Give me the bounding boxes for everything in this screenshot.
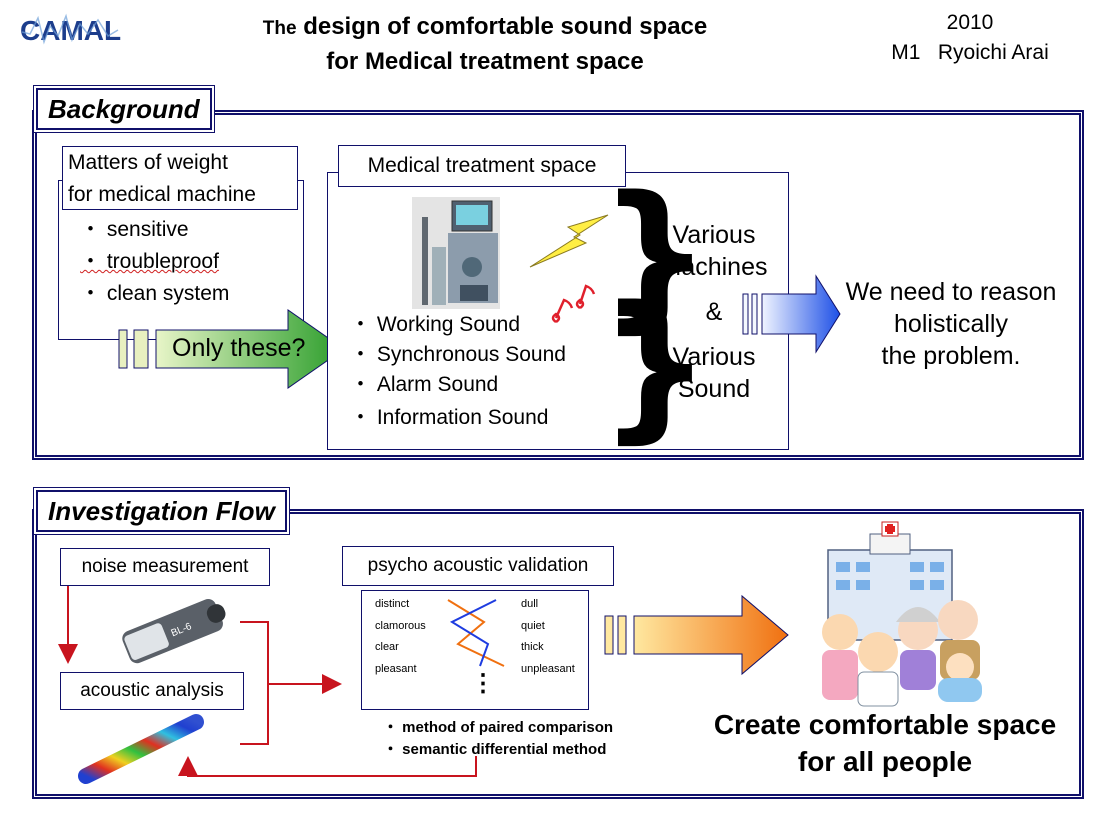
blue-arrow — [742, 274, 841, 354]
sd-profile-blue — [449, 599, 497, 667]
matters-title-line2: for medical machine — [68, 183, 256, 206]
sd-left-label: pleasant — [375, 662, 417, 675]
flow-panel — [32, 509, 1084, 799]
matters-title: Matters of weight for medical machine — [62, 146, 298, 210]
sd-left-label: clamorous — [375, 619, 426, 632]
acoustic-analysis-box: acoustic analysis — [60, 672, 244, 710]
sound-list: ・ Working Sound ・ Synchronous Sound ・ Al… — [350, 310, 566, 433]
camal-logo: CAMAL — [20, 12, 121, 48]
music-notes-icon — [551, 284, 596, 324]
background-heading: Background — [36, 88, 212, 130]
title-line1: design of comfortable sound space — [303, 13, 708, 40]
acoustic-cylinder-image — [78, 714, 204, 784]
medical-title: Medical treatment space — [338, 145, 626, 187]
sound-item: ・ Alarm Sound — [350, 373, 499, 396]
sd-left-label: clear — [375, 641, 399, 653]
goal-line2: for all people — [797, 746, 973, 777]
title-prefix: The — [262, 18, 297, 39]
only-these-label: Only these? — [172, 334, 306, 362]
hospital-people-image — [822, 521, 982, 707]
conclusion-l3: the problem. — [881, 342, 1021, 370]
sound-item: ・ Information Sound — [350, 406, 549, 429]
sd-more-dots: ⋮ — [471, 670, 495, 697]
matters-item: ・ troubleproof — [80, 250, 219, 273]
conclusion-l2: holistically — [894, 310, 1008, 338]
sd-left-labels: distinct clamorous clear pleasant — [375, 594, 426, 680]
sd-right-label: quiet — [521, 619, 545, 632]
method-item: ・ method of paired comparison — [383, 719, 614, 736]
lightning-icon — [529, 214, 609, 268]
conclusion-text: We need to reason holistically the probl… — [832, 276, 1070, 372]
sd-profile-lines — [447, 599, 505, 667]
matters-item: ・ sensitive — [80, 218, 189, 241]
poster-meta: 2010 M1 Ryoichi Arai — [870, 8, 1070, 68]
goal-text: Create comfortable space for all people — [690, 706, 1080, 780]
sound-item: ・ Working Sound — [350, 313, 521, 336]
sd-right-label: thick — [521, 641, 544, 653]
orange-arrow — [604, 594, 789, 676]
brace-machines: } — [598, 161, 712, 348]
meta-year: 2010 — [946, 11, 994, 34]
various-machines-l1: Various — [672, 221, 756, 249]
sd-left-label: distinct — [375, 598, 410, 610]
psycho-validation-box: psycho acoustic validation — [342, 546, 614, 586]
various-block: Various Machines & Various Sound — [652, 219, 776, 405]
matters-item: ・ clean system — [80, 282, 230, 305]
sd-right-label: dull — [521, 598, 539, 610]
matters-title-line1: Matters of weight — [68, 151, 228, 174]
flow-heading: Investigation Flow — [36, 490, 287, 532]
noise-measurement-box: noise measurement — [60, 548, 270, 586]
poster-title: The design of comfortable sound space fo… — [200, 10, 770, 78]
green-arrow — [118, 309, 345, 389]
background-panel — [32, 110, 1084, 460]
various-machines-l2: Machines — [660, 253, 768, 281]
various-sound-l1: Various — [672, 343, 756, 371]
sd-right-labels: dull quiet thick unpleasant — [521, 594, 575, 680]
title-line2: for Medical treatment space — [326, 48, 644, 75]
medical-machine-image — [412, 197, 500, 309]
sd-right-label: unpleasant — [521, 662, 575, 675]
method-item: ・ semantic differential method — [383, 741, 607, 758]
ampersand: & — [705, 298, 723, 326]
various-sound-l2: Sound — [677, 375, 751, 403]
goal-line1: Create comfortable space — [713, 709, 1057, 740]
meta-author: M1 Ryoichi Arai — [891, 41, 1049, 64]
sound-level-meter-image: BL-6 — [122, 599, 226, 664]
sound-item: ・ Synchronous Sound — [350, 343, 566, 366]
conclusion-l1: We need to reason — [845, 278, 1057, 306]
method-list: ・ method of paired comparison ・ semantic… — [383, 717, 613, 761]
matters-list: ・ sensitive ・ troubleproof ・ clean syste… — [80, 214, 229, 310]
brace-sound: } — [598, 271, 712, 458]
